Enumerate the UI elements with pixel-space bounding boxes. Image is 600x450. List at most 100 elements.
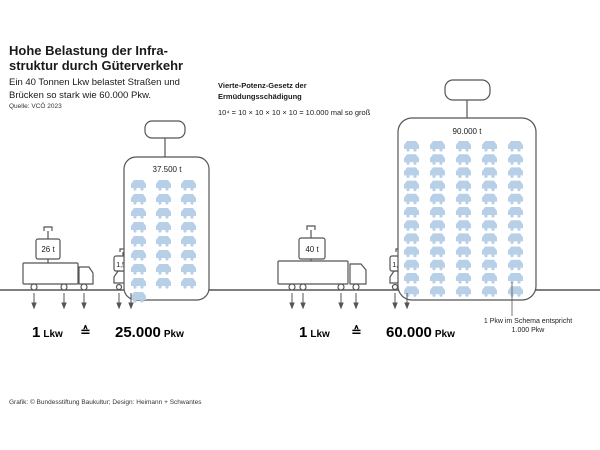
car-icon [404, 286, 419, 295]
weight-icon-right-truck [298, 225, 326, 261]
car-wheel [465, 161, 469, 165]
car-wheel [406, 201, 410, 205]
car-wheel [465, 188, 469, 192]
car-wheel [432, 254, 436, 258]
car-icon [508, 154, 523, 163]
car-icon [404, 259, 419, 268]
car-wheel [458, 148, 462, 152]
load-arrow-head [404, 302, 410, 310]
car-icon [508, 167, 523, 176]
car-wheel [517, 148, 521, 152]
car-wheel [133, 229, 137, 233]
car-wheel [158, 215, 162, 219]
car-wheel [458, 267, 462, 271]
car-wheel [183, 187, 187, 191]
car-wheel [406, 280, 410, 284]
car-icon [430, 286, 445, 295]
car-icon [181, 222, 196, 230]
car-icon [181, 236, 196, 244]
car-wheel [432, 227, 436, 231]
car-wheel [133, 257, 137, 261]
car-wheel [183, 271, 187, 275]
car-icon [404, 273, 419, 281]
car-icon [430, 259, 445, 268]
car-wheel [465, 254, 469, 258]
load-arrows [31, 293, 410, 310]
car-wheel [439, 214, 443, 218]
car-icon [404, 193, 419, 202]
equiv-left: ≙ [80, 324, 91, 339]
car-wheel [484, 267, 488, 271]
car-icon [508, 220, 523, 229]
car-icon [181, 180, 196, 188]
car-icon [430, 180, 445, 189]
car-wheel [413, 254, 417, 258]
car-icon [456, 220, 471, 229]
car-wheel [491, 214, 495, 218]
car-wheel [484, 254, 488, 258]
car-wheel [140, 201, 144, 205]
car-wheel [413, 240, 417, 244]
car-wheel [484, 227, 488, 231]
car-wheel [510, 240, 514, 244]
car-icon [131, 180, 146, 188]
car-wheel [484, 188, 488, 192]
car-icon [430, 207, 445, 215]
car-wheel [133, 285, 137, 289]
car-icon [456, 233, 471, 242]
car-wheel [432, 148, 436, 152]
car-wheel [510, 267, 514, 271]
car-wheel [133, 243, 137, 247]
car-wheel [140, 229, 144, 233]
car-wheel [165, 229, 169, 233]
car-wheel [458, 227, 462, 231]
car-wheel [517, 174, 521, 178]
car-wheel [510, 227, 514, 231]
car-wheel [406, 267, 410, 271]
car-wheel [413, 227, 417, 231]
car-icon [456, 180, 471, 189]
total-weight-left: 37.500 t [153, 165, 183, 174]
car-wheel [510, 201, 514, 205]
load-arrow-head [353, 302, 359, 310]
car-icon [404, 246, 419, 255]
car-wheel [158, 187, 162, 191]
car-icon [131, 208, 146, 216]
chart-subtitle: Ein 40 Tonnen Lkw belastet Straßen und B… [9, 77, 180, 101]
car-grid-left [131, 180, 196, 303]
car-wheel [517, 227, 521, 231]
load-arrow-head [338, 302, 344, 310]
car-icon [156, 250, 171, 258]
car-wheel [183, 257, 187, 261]
car-wheel [517, 161, 521, 165]
weight-icon-left-truck [35, 226, 61, 263]
car-wheel [458, 161, 462, 165]
equiv-right: ≙ [351, 324, 362, 339]
car-wheel [406, 174, 410, 178]
load-arrow-head [61, 302, 67, 310]
car-wheel [183, 215, 187, 219]
car-icon [482, 259, 497, 268]
car-wheel [517, 240, 521, 244]
car-wheel [183, 229, 187, 233]
car-icon [482, 167, 497, 176]
car-wheel [413, 174, 417, 178]
total-weight-right: 90.000 t [453, 127, 483, 136]
car-wheel [190, 243, 194, 247]
car-wheel [165, 271, 169, 275]
car-wheel [458, 293, 462, 297]
car-icon [508, 259, 523, 268]
car-wheel [190, 271, 194, 275]
car-wheel [517, 293, 521, 297]
car-wheel [432, 293, 436, 297]
car-wheel [406, 161, 410, 165]
car-wheel [165, 215, 169, 219]
car-wheel [491, 148, 495, 152]
car-icon [404, 220, 419, 229]
car-icon [404, 141, 419, 149]
load-arrow-head [392, 302, 398, 310]
car-icon [156, 264, 171, 272]
